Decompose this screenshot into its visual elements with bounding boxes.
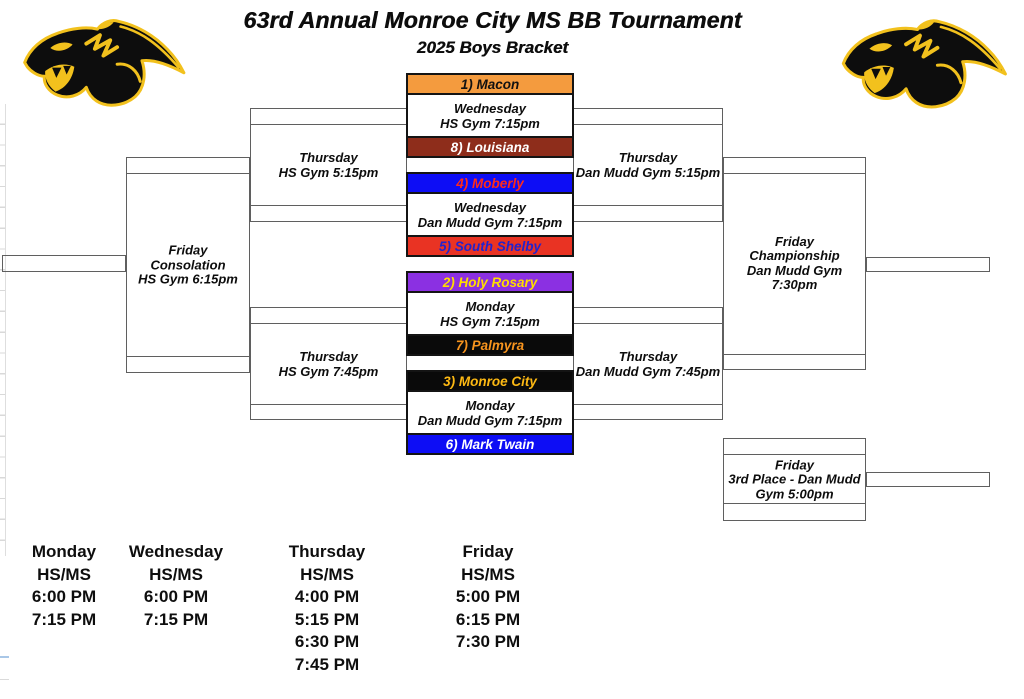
gridline-stub-gray — [0, 679, 9, 680]
slot-divider — [724, 173, 865, 174]
team-bar-monroe-city: 3) Monroe City — [408, 372, 572, 392]
slot-divider — [724, 454, 865, 455]
team-bar-south-shelby: 5) South Shelby — [408, 235, 572, 255]
semi-right-bottom-label: Thursday Dan Mudd Gym 7:45pm — [575, 348, 721, 379]
consolation-winner-line — [2, 255, 126, 272]
gridline-stub-blue — [0, 656, 9, 658]
slot-divider — [574, 323, 722, 324]
semi-left-top-label: Thursday HS Gym 5:15pm — [278, 150, 379, 180]
slot-divider — [251, 404, 406, 405]
semi-right-top-box: Thursday Dan Mudd Gym 5:15pm — [573, 108, 723, 222]
gridline-strip — [0, 104, 6, 556]
team-bar-mark-twain: 6) Mark Twain — [408, 433, 572, 453]
team-bar-macon: 1) Macon — [408, 75, 572, 95]
team-bar-louisiana: 8) Louisiana — [408, 136, 572, 156]
slot-divider — [724, 503, 865, 504]
page-subtitle: 2025 Boys Bracket — [416, 38, 569, 57]
page-title: 63rd Annual Monroe City MS BB Tournament — [243, 7, 742, 33]
panther-logo-right — [830, 6, 1010, 121]
slot-divider — [574, 404, 722, 405]
panther-logo-left — [14, 6, 186, 119]
championship-box: Friday Championship Dan Mudd Gym 7:30pm — [723, 157, 866, 370]
championship-label: Friday Championship Dan Mudd Gym 7:30pm — [746, 233, 843, 292]
slot-divider — [251, 205, 406, 206]
consolation-label: Friday Consolation HS Gym 6:15pm — [138, 242, 238, 287]
slot-divider — [127, 173, 249, 174]
slot-divider — [574, 205, 722, 206]
third-place-label: Friday 3rd Place - Dan Mudd Gym 5:00pm — [728, 456, 861, 501]
slot-divider — [251, 124, 406, 125]
slot-divider — [724, 354, 865, 355]
semi-right-top-label: Thursday Dan Mudd Gym 5:15pm — [575, 150, 721, 180]
team-bar-palmyra: 7) Palmyra — [408, 334, 572, 354]
semi-left-top-box: Thursday HS Gym 5:15pm — [250, 108, 407, 222]
third-place-box: Friday 3rd Place - Dan Mudd Gym 5:00pm — [723, 438, 866, 521]
consolation-box: Friday Consolation HS Gym 6:15pm — [126, 157, 250, 373]
slot-divider — [127, 356, 249, 357]
slot-divider — [574, 124, 722, 125]
slot-divider — [251, 323, 406, 324]
semi-left-bottom-label: Thursday HS Gym 7:45pm — [278, 348, 379, 379]
team-bar-moberly: 4) Moberly — [408, 174, 572, 194]
semi-right-bottom-box: Thursday Dan Mudd Gym 7:45pm — [573, 307, 723, 420]
semi-left-bottom-box: Thursday HS Gym 7:45pm — [250, 307, 407, 420]
champion-winner-line — [866, 257, 990, 272]
third-place-winner-line — [866, 472, 990, 487]
team-bar-holy-rosary: 2) Holy Rosary — [408, 273, 572, 293]
